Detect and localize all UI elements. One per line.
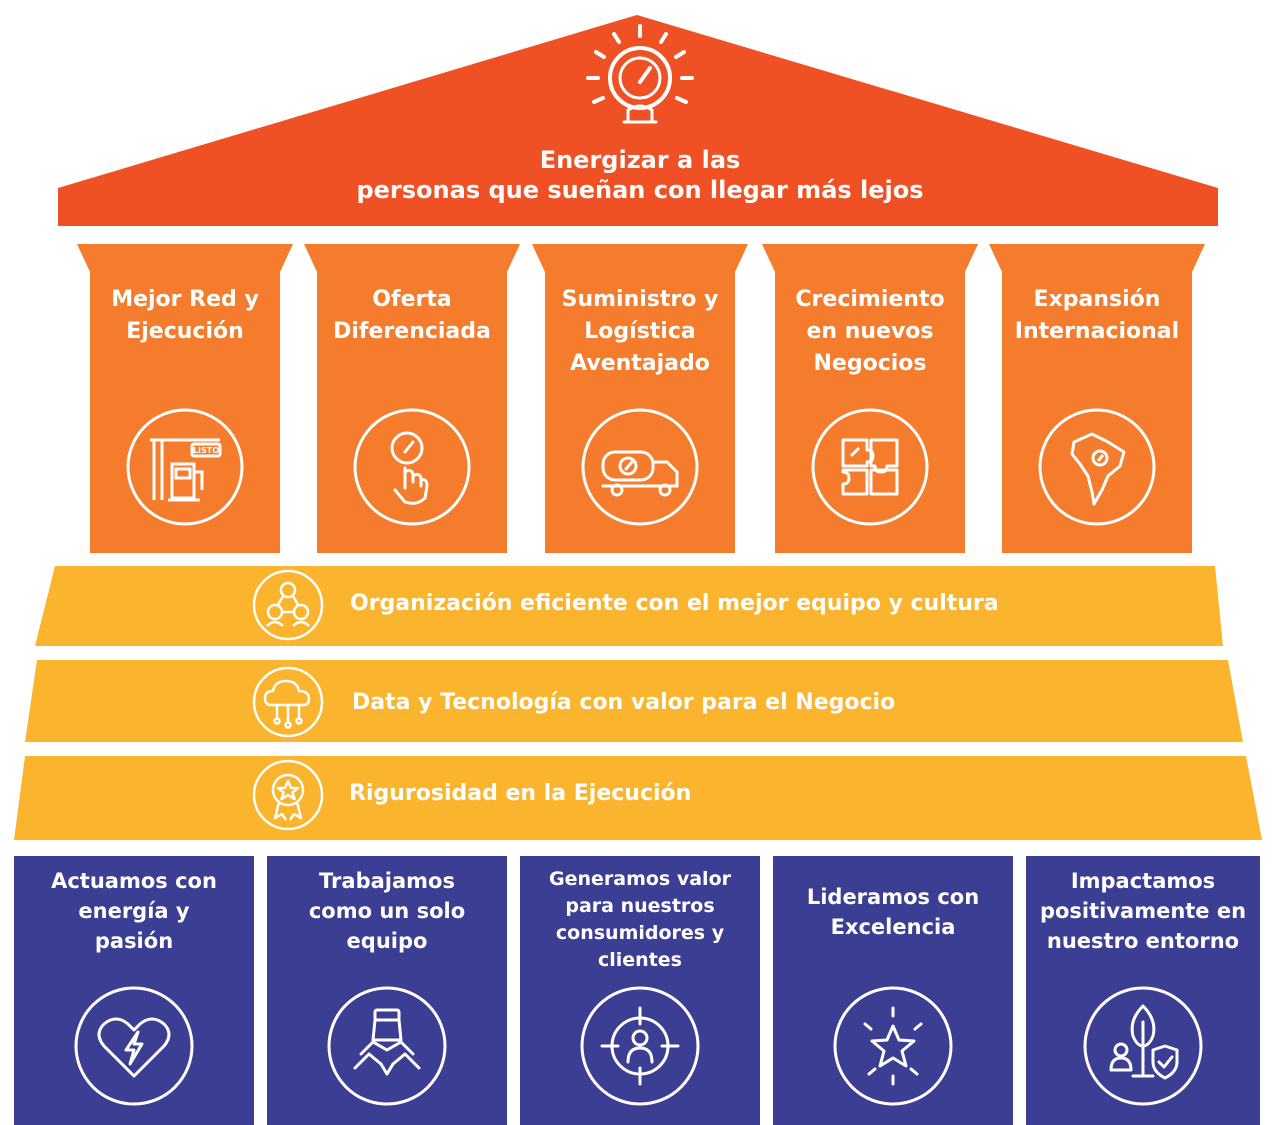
band-text-data: Data y Tecnología con valor para el Nego… <box>352 690 896 715</box>
puzzle-icon <box>811 408 929 526</box>
value-title: Actuamos con energía y pasión <box>51 869 217 953</box>
value-title: Generamos valor para nuestros consumidor… <box>548 868 731 971</box>
tanker-truck-icon <box>581 408 699 526</box>
team-network-icon <box>252 569 324 641</box>
band-text-organizacion: Organización eficiente con el mejor equi… <box>350 591 999 616</box>
pillar-title: Suministro y Logística Aventajado <box>561 287 719 376</box>
band-text-rigurosidad: Rigurosidad en la Ejecución <box>349 781 692 806</box>
award-star-icon <box>252 759 324 831</box>
roof-title-line-2: personas que sueñan con llegar más lejos <box>356 176 924 204</box>
value-title: Lideramos con Excelencia <box>806 885 980 939</box>
hand-gauge-icon <box>353 408 471 526</box>
value-consumidores: Generamos valor para nuestros consumidor… <box>520 856 760 1125</box>
pillar-title: Mejor Red y Ejecución <box>111 287 259 344</box>
target-person-icon <box>580 986 700 1106</box>
pillar-title: Oferta Diferenciada <box>333 287 491 344</box>
tree-shield-icon <box>1083 986 1203 1106</box>
value-title: Impactamos positivamente en nuestro ento… <box>1039 869 1247 953</box>
value-equipo: Trabajamos como un solo equipo <box>267 856 507 1125</box>
hands-together-icon <box>327 986 447 1106</box>
pillar-title: Crecimiento en nuevos Negocios <box>795 287 945 376</box>
gas-station-icon: LISTO <box>126 408 244 526</box>
value-excelencia: Lideramos con Excelencia <box>773 856 1013 1125</box>
band-shape-1 <box>35 566 1223 646</box>
value-entorno: Impactamos positivamente en nuestro ento… <box>1026 856 1260 1125</box>
heart-energy-icon <box>74 986 194 1106</box>
cloud-data-icon <box>252 666 324 738</box>
pillar-title: Expansión Internacional <box>1014 287 1180 344</box>
star-shine-icon <box>833 986 953 1106</box>
roof-title: Energizar a las personas que sueñan con … <box>300 145 980 205</box>
speedometer-sun-icon <box>586 24 694 124</box>
value-energia: Actuamos con energía y pasión <box>14 856 254 1125</box>
band-shape-3 <box>14 756 1262 840</box>
pillar-shapes <box>77 244 1205 553</box>
value-title: Trabajamos como un solo equipo <box>308 869 466 953</box>
south-america-icon <box>1038 408 1156 526</box>
svg-text:LISTO: LISTO <box>193 446 219 455</box>
band-shape-2 <box>25 660 1243 742</box>
roof-title-line-1: Energizar a las <box>539 146 741 174</box>
